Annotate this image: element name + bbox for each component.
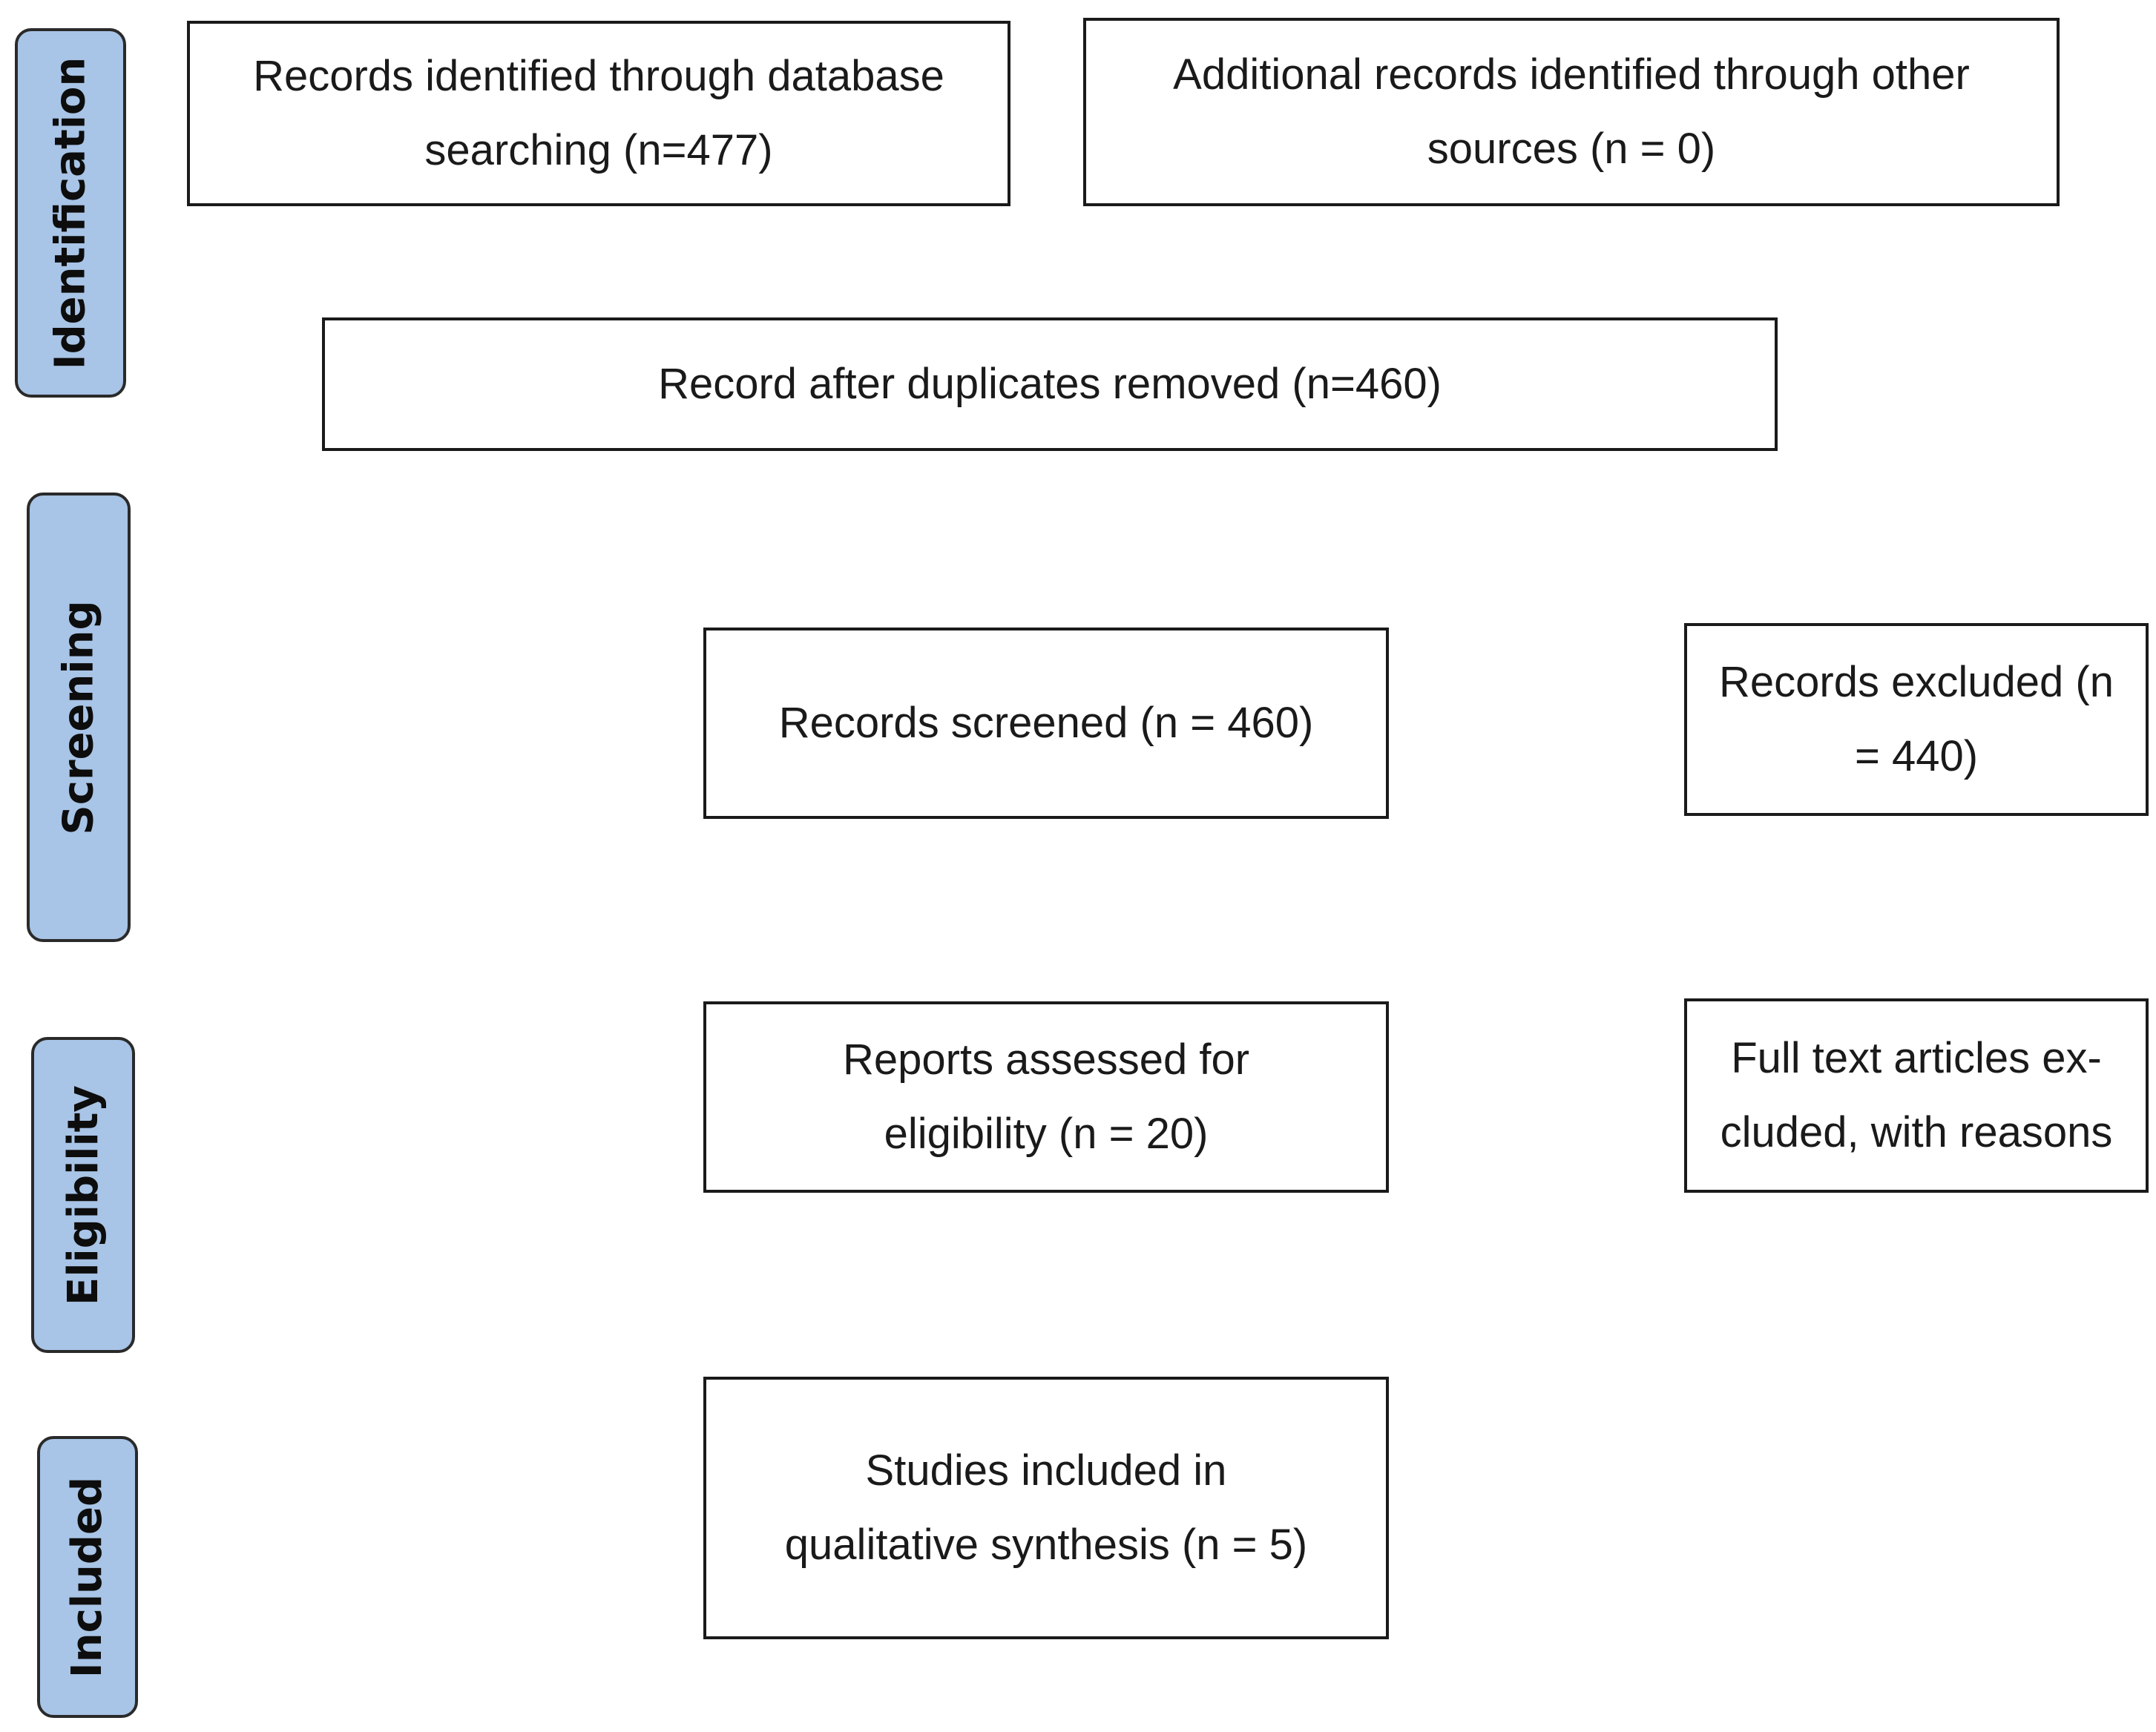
- other-records-text: Additional records identified through ot…: [1173, 50, 1970, 173]
- stage-eligibility-label: Eligibility: [59, 1084, 108, 1305]
- stage-identification-label: Identification: [46, 56, 95, 369]
- stage-screening: Screening: [27, 493, 131, 942]
- database-records-box: Records identified through database sear…: [187, 21, 1010, 206]
- screened-text: Records screened (n = 460): [778, 699, 1314, 747]
- screened-box: Records screened (n = 460): [703, 628, 1389, 819]
- fulltext-excluded-text: Full text articles ex- cluded, with reas…: [1720, 1034, 2113, 1156]
- stage-included-label: Included: [63, 1476, 112, 1678]
- assessed-box: Reports assessed for eligibility (n = 20…: [703, 1001, 1389, 1193]
- excluded-box: Records excluded (n = 440): [1684, 623, 2149, 816]
- fulltext-excluded-box: Full text articles ex- cluded, with reas…: [1684, 998, 2149, 1193]
- assessed-text: Reports assessed for eligibility (n = 20…: [842, 1035, 1250, 1158]
- excluded-text: Records excluded (n = 440): [1719, 658, 2114, 780]
- included-studies-box: Studies included in qualitative synthesi…: [703, 1377, 1389, 1639]
- after-duplicates-text: Record after duplicates removed (n=460): [658, 360, 1442, 408]
- included-studies-text: Studies included in qualitative synthesi…: [784, 1446, 1308, 1569]
- other-records-box: Additional records identified through ot…: [1083, 18, 2060, 206]
- database-records-text: Records identified through database sear…: [253, 52, 944, 174]
- after-duplicates-box: Record after duplicates removed (n=460): [322, 317, 1778, 451]
- stage-identification: Identification: [15, 28, 126, 398]
- stage-screening-label: Screening: [54, 599, 103, 835]
- stage-eligibility: Eligibility: [31, 1037, 135, 1353]
- stage-included: Included: [37, 1436, 138, 1718]
